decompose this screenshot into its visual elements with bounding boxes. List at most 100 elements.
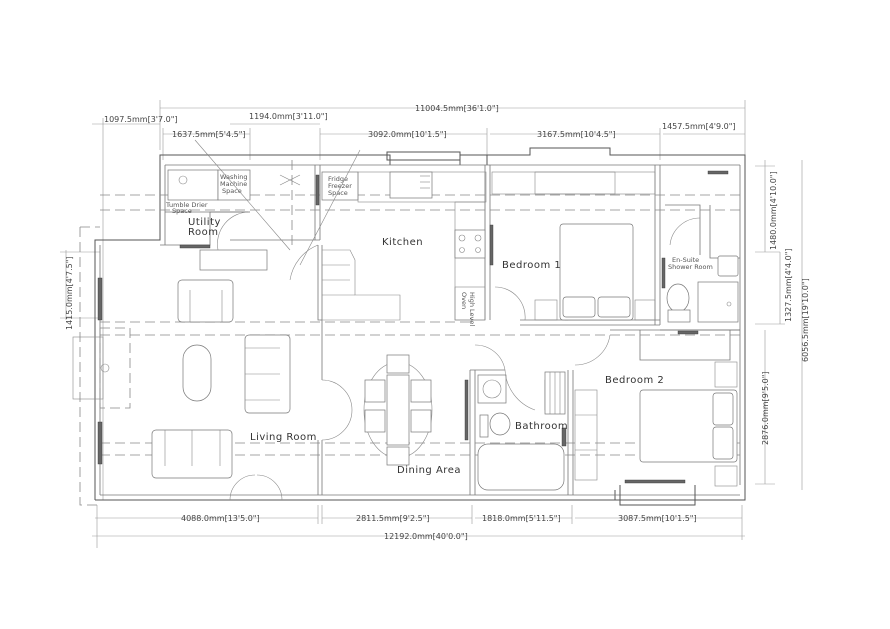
- kitchen-sink: [389, 171, 433, 199]
- pillow: [562, 296, 596, 318]
- washbasin: [717, 255, 739, 277]
- bedroom-2: Bedroom 2: [574, 334, 738, 487]
- tv-unit: [199, 249, 268, 271]
- bedside-table: [714, 361, 738, 388]
- room-label-utility: Utility: [188, 217, 221, 228]
- dining-chair: [364, 379, 386, 403]
- dining-chair: [386, 446, 410, 466]
- dining-table: [386, 374, 410, 446]
- door-swing-icon: [229, 474, 283, 501]
- pillow: [712, 426, 734, 460]
- bedside-table: [634, 299, 656, 321]
- dining-chair: [364, 409, 386, 433]
- oven-label: Oven: [460, 292, 468, 309]
- utility-room: Washing Machine Space Tumble Drier Space…: [165, 139, 301, 251]
- dim-left-bay: 1415.0mm[4'7.5"]: [65, 256, 74, 330]
- radiator-icon: [315, 174, 320, 206]
- fireplace: [99, 327, 131, 409]
- armchair: [177, 279, 234, 323]
- bathroom: Bathroom: [477, 369, 568, 491]
- fireplace-hearth: [72, 336, 104, 400]
- dim-top-ensuite: 1457.5mm[4'9.0"]: [662, 122, 736, 131]
- dim-top-left-offset: 1097.5mm[3'7.0"]: [104, 115, 178, 124]
- dim-bottom-bedroom2: 3087.5mm[10'1.5"]: [618, 514, 697, 523]
- fridge-label: Space: [328, 189, 348, 197]
- living-room: Living Room: [72, 249, 353, 501]
- dining-chair: [410, 409, 432, 433]
- radiator-icon: [489, 224, 494, 266]
- washing-label: Machine: [220, 180, 247, 188]
- radiator-icon: [97, 421, 103, 465]
- pillow: [712, 392, 734, 426]
- pillow: [597, 296, 631, 318]
- toilet-cistern: [479, 414, 489, 438]
- toilet: [666, 283, 690, 313]
- door-swing-icon: [289, 244, 319, 281]
- fridge-label: Fridge: [328, 175, 348, 183]
- door-swing-icon: [504, 369, 536, 411]
- oven-label: High Level: [468, 292, 476, 326]
- dim-right-bedroom2: 2876.0mm[9'5.0"]: [761, 371, 770, 445]
- kitchen: Fridge Freezer Space High Level Oven Kit…: [289, 149, 487, 326]
- radiator-icon: [707, 170, 729, 175]
- toilet: [489, 412, 511, 436]
- room-label-ensuite: Shower Room: [668, 263, 713, 271]
- shower-tray: [697, 281, 739, 323]
- room-label-bathroom: Bathroom: [515, 421, 568, 432]
- dim-bottom-dining: 2811.5mm[9'2.5"]: [356, 514, 430, 523]
- room-label-bedroom-1: Bedroom 1: [502, 260, 561, 271]
- dim-top-overall: 11004.5mm[36'1.0"]: [415, 104, 499, 113]
- door-swing-icon: [574, 334, 611, 366]
- utility-sink: [167, 169, 219, 201]
- dim-right-overall: 6056.5mm[19'10.0"]: [801, 278, 810, 362]
- washing-label: Washing: [220, 173, 248, 181]
- dryer-label: Tumble Drier: [165, 201, 208, 209]
- dining-chair: [410, 379, 432, 403]
- room-label-kitchen: Kitchen: [382, 237, 423, 248]
- toilet-cistern: [667, 309, 691, 323]
- coffee-table: [182, 344, 212, 402]
- room-label-dining: Dining Area: [397, 465, 461, 476]
- hob-icon: [454, 229, 486, 259]
- right-dimensions: 1480.0mm[4'10.0"] 1327.5mm[4'4.0"] 6056.…: [755, 160, 810, 490]
- double-bed: [559, 223, 634, 321]
- sink-drain-icon: [178, 175, 188, 185]
- left-dimensions: 1415.0mm[4'7.5"]: [60, 226, 100, 506]
- washing-label: Space: [222, 187, 242, 195]
- radiator-icon: [561, 427, 567, 447]
- door-swing-icon: [669, 217, 701, 246]
- washbasin: [477, 374, 507, 404]
- high-level-oven: [454, 286, 486, 321]
- bedside-table: [534, 299, 558, 321]
- room-label-bedroom-2: Bedroom 2: [605, 375, 664, 386]
- radiator-icon: [661, 257, 666, 289]
- bathtub: [477, 443, 565, 491]
- radiator-icon: [677, 330, 699, 335]
- top-dimensions: 11004.5mm[36'1.0"] 1097.5mm[3'7.0"] 1194…: [92, 100, 746, 500]
- dim-right-ensuite: 1480.0mm[4'10.0"]: [769, 171, 778, 250]
- door-swing-icon: [474, 344, 506, 371]
- radiator-icon: [179, 244, 211, 249]
- dim-bottom-overall: 12192.0mm[40'0.0"]: [384, 532, 468, 541]
- dining-area: Dining Area: [363, 344, 506, 476]
- radiator-icon: [97, 277, 103, 321]
- bedroom-1: Bedroom 1: [491, 171, 656, 321]
- dining-chair: [386, 354, 410, 374]
- wardrobe: [491, 171, 656, 195]
- bottom-dimensions: 4088.0mm[13'5.0"] 2811.5mm[9'2.5"] 1818.…: [92, 505, 745, 548]
- door-swing-icon: [494, 286, 526, 321]
- radiators: [97, 170, 729, 484]
- ensuite: En-Suite Shower Room: [666, 217, 739, 323]
- dim-top-bedroom1: 3167.5mm[10'4.5"]: [537, 130, 616, 139]
- dim-right-shower: 1327.5mm[4'4.0"]: [784, 248, 793, 322]
- room-label-ensuite: En-Suite: [672, 256, 699, 264]
- wardrobe: [574, 389, 598, 481]
- dryer-label: Space: [172, 207, 192, 215]
- dim-top-utility-door: 1194.0mm[3'11.0"]: [249, 112, 328, 121]
- outer-walls: [94, 147, 746, 506]
- radiator-icon: [624, 479, 686, 484]
- dim-top-kitchen: 3092.0mm[10'1.5"]: [368, 130, 447, 139]
- dim-top-utility: 1637.5mm[5'4.5"]: [172, 130, 246, 139]
- fireplace-icon: [100, 363, 110, 373]
